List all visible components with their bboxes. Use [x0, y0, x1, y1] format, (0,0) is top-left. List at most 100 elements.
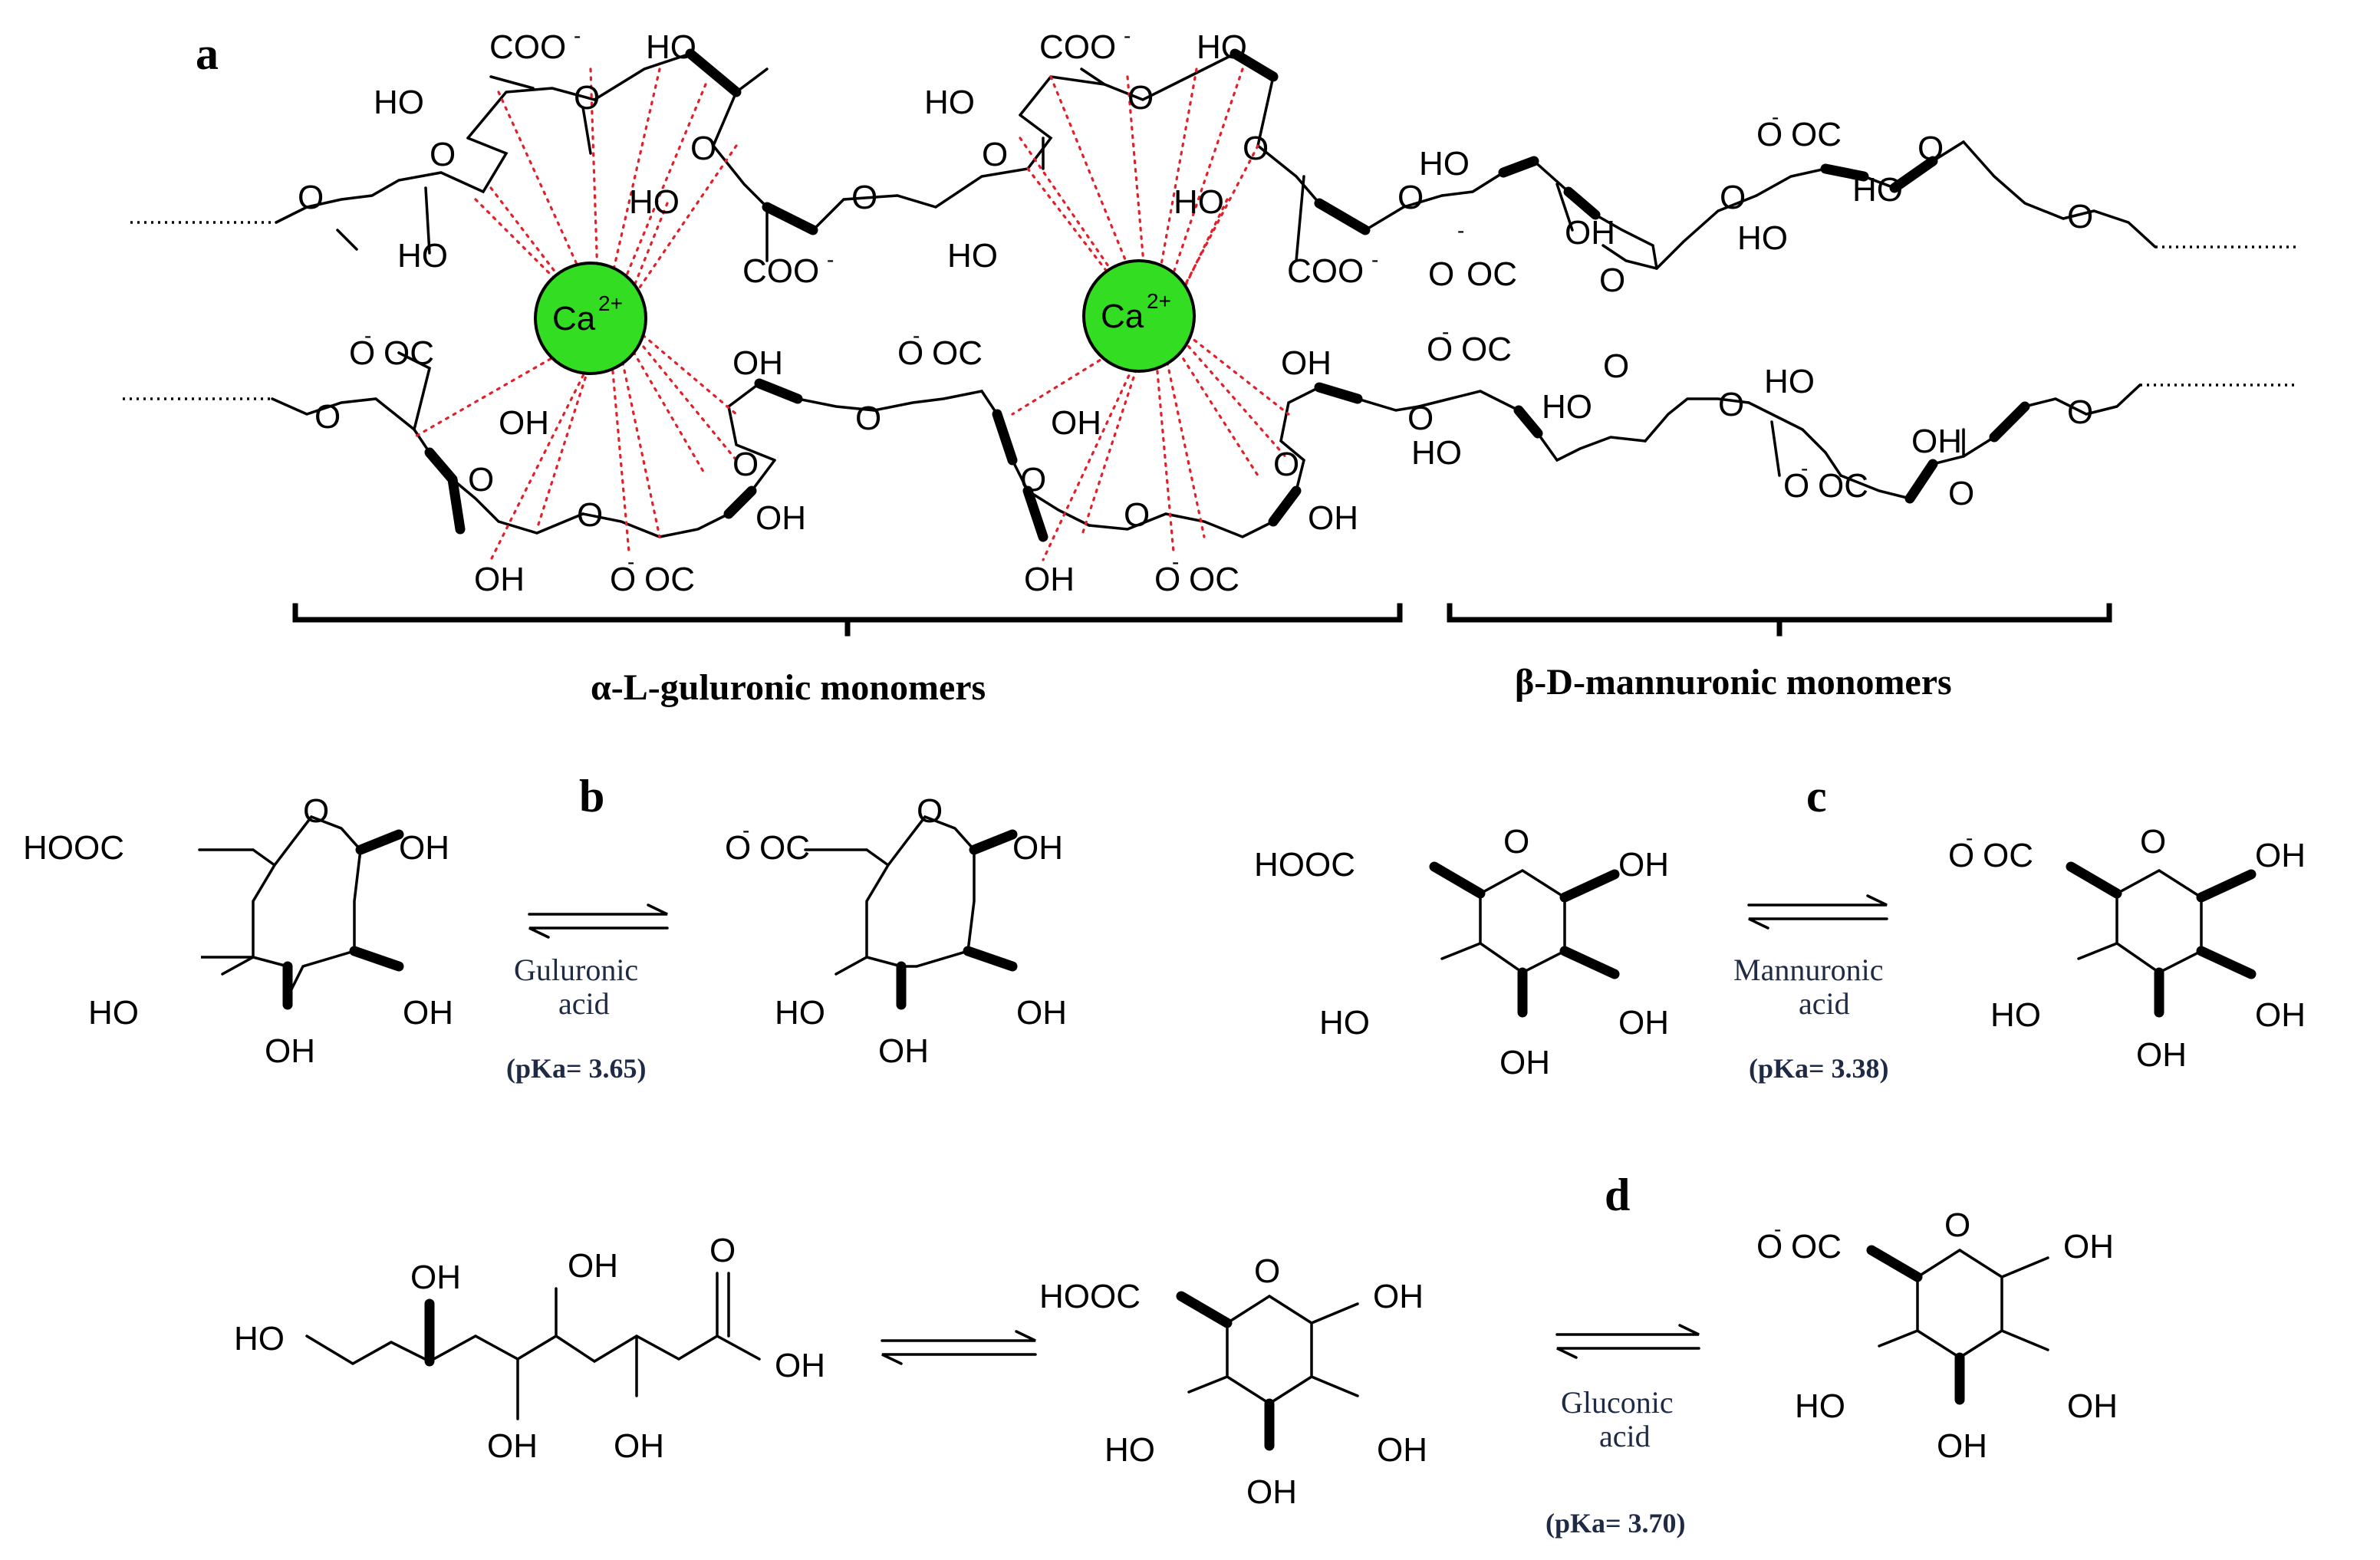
svg-text:OH: OH — [399, 829, 449, 867]
svg-text:O: O — [1599, 262, 1625, 299]
svg-text:O: O — [1783, 467, 1809, 505]
svg-text:HO: HO — [234, 1320, 285, 1358]
bottom-chain-labels: O-OC O OH O O OH O-OC OH O OH O O-OC OH … — [314, 320, 2093, 598]
panel-c-label: c — [1806, 771, 1827, 821]
svg-text:HO: HO — [1197, 28, 1247, 66]
calcium-ion-left: Ca 2+ — [534, 262, 647, 375]
svg-text:O: O — [610, 561, 636, 598]
svg-text:O: O — [851, 179, 877, 216]
svg-text:OH: OH — [1016, 994, 1067, 1032]
ionic-bonds — [413, 67, 1290, 561]
bottom-polymer-chain — [271, 351, 2141, 542]
svg-text:OH: OH — [1499, 1044, 1550, 1081]
svg-text:HO: HO — [1852, 171, 1903, 209]
svg-text:-: - — [1966, 826, 1973, 850]
svg-text:COO: COO — [742, 252, 819, 290]
svg-text:O: O — [1603, 347, 1629, 385]
svg-text:HO: HO — [1764, 363, 1815, 400]
svg-text:-: - — [1457, 219, 1464, 242]
svg-text:HO: HO — [1411, 434, 1462, 472]
svg-text:O: O — [1407, 400, 1434, 437]
panel-a-label: a — [196, 28, 219, 79]
svg-text:HO: HO — [775, 994, 825, 1032]
svg-text:O: O — [349, 334, 375, 372]
svg-text:-: - — [1371, 248, 1378, 272]
mannuronic-acid-word: acid — [1799, 986, 1850, 1021]
svg-text:OH: OH — [2255, 996, 2306, 1034]
brace-mannuronic-label: β-D-mannuronic monomers — [1515, 662, 1952, 703]
svg-text:OH: OH — [474, 561, 525, 598]
svg-text:O: O — [577, 496, 603, 534]
svg-text:O: O — [314, 398, 341, 436]
svg-text:OC: OC — [1791, 116, 1842, 153]
svg-text:HO: HO — [1419, 145, 1470, 183]
svg-text:-: - — [1772, 105, 1779, 129]
equilibrium-arrow-b — [528, 903, 669, 939]
svg-text:HO: HO — [397, 237, 448, 275]
svg-text:OC: OC — [1189, 561, 1239, 598]
mannuronic-pka: (pKa= 3.38) — [1749, 1053, 1889, 1084]
equilibrium-arrow-c — [1747, 894, 1888, 930]
svg-text:O: O — [1397, 179, 1424, 216]
svg-text:O: O — [1154, 561, 1180, 598]
svg-text:OC: OC — [1461, 331, 1512, 368]
panel-d: d HO OH OH O OH OH OH HOOC O OH HO OH — [234, 1170, 2118, 1539]
svg-text:O: O — [1427, 331, 1453, 368]
svg-text:O: O — [982, 136, 1008, 173]
panel-b-label: b — [579, 771, 604, 821]
svg-text:OH: OH — [1024, 561, 1075, 598]
svg-text:-: - — [827, 248, 834, 272]
svg-text:HO: HO — [1737, 219, 1788, 257]
svg-text:O: O — [1718, 386, 1744, 423]
svg-text:COO: COO — [1039, 28, 1116, 66]
svg-text:OC: OC — [383, 334, 434, 372]
svg-text:OH: OH — [755, 499, 806, 537]
svg-text:O: O — [917, 792, 943, 830]
svg-text:HO: HO — [646, 28, 696, 66]
svg-text:O: O — [1944, 1206, 1970, 1244]
svg-text:O: O — [1020, 461, 1046, 499]
top-polymer-chain — [275, 48, 2157, 270]
svg-text:OH: OH — [265, 1032, 315, 1070]
svg-text:COO: COO — [1287, 252, 1364, 290]
brace-mannuronic: β-D-mannuronic monomers — [1447, 603, 2112, 703]
brace-guluronic: α-L-guluronic monomers — [292, 603, 1403, 708]
svg-text:OH: OH — [568, 1247, 618, 1285]
svg-text:O: O — [855, 400, 881, 437]
svg-text:OH: OH — [775, 1347, 825, 1384]
svg-text:Ca: Ca — [1101, 298, 1144, 335]
svg-text:COO: COO — [489, 28, 566, 66]
svg-text:OH: OH — [1565, 214, 1615, 252]
svg-text:O: O — [1254, 1252, 1280, 1290]
svg-text:O: O — [690, 130, 716, 167]
panel-b: b HOOC O OH HO OH OH Guluronic acid (pKa… — [23, 771, 1067, 1084]
svg-text:OH: OH — [1377, 1431, 1427, 1469]
svg-text:HOOC: HOOC — [23, 829, 124, 867]
guluronic-acid-structure: HOOC O OH HO OH OH — [23, 792, 453, 1070]
svg-text:OH: OH — [403, 994, 453, 1032]
guluronic-acid-word: acid — [558, 986, 610, 1021]
equilibrium-arrow-d1 — [881, 1330, 1037, 1365]
svg-text:HO: HO — [629, 183, 680, 221]
svg-text:OH: OH — [1051, 404, 1101, 442]
svg-text:O: O — [2067, 393, 2093, 431]
svg-text:O: O — [468, 461, 494, 499]
svg-text:O: O — [2067, 198, 2093, 235]
guluronic-pka: (pKa= 3.65) — [506, 1053, 647, 1084]
svg-text:HO: HO — [924, 84, 975, 121]
svg-text:O: O — [1503, 823, 1529, 861]
svg-text:-: - — [1172, 550, 1179, 574]
svg-text:O: O — [1243, 130, 1269, 167]
svg-text:HO: HO — [1795, 1387, 1845, 1425]
svg-text:OH: OH — [1373, 1278, 1424, 1315]
svg-text:OH: OH — [410, 1259, 461, 1296]
svg-text:O: O — [1273, 446, 1299, 483]
svg-text:O: O — [1428, 255, 1454, 293]
panel-d-label: d — [1605, 1170, 1630, 1220]
svg-text:OH: OH — [2136, 1036, 2187, 1074]
equilibrium-arrow-d2 — [1555, 1324, 1700, 1359]
svg-text:HOOC: HOOC — [1254, 846, 1355, 884]
svg-text:OH: OH — [878, 1032, 929, 1070]
gluconic-acid-word: acid — [1599, 1419, 1651, 1453]
